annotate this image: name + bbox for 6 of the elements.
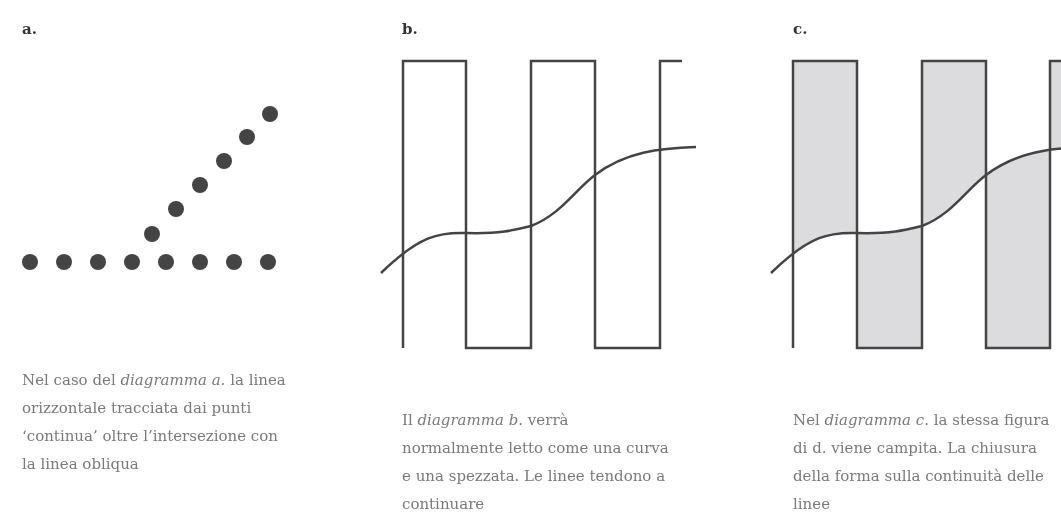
panel-letter: c.	[793, 20, 808, 38]
caption-text: Nel caso del diagramma a. la linea orizzontale tracciata dai punti ‘continua’ oltre l’intersezione con la linea obliqua	[22, 370, 287, 475]
panel-letter: a.	[22, 20, 37, 38]
panel-letter: b.	[402, 20, 418, 38]
caption-text: Il diagramma b. verrà normalmente letto come una curva e una spezzata. Le linee tendono a continuare	[402, 410, 670, 513]
caption-text: Nel diagramma c. la stessa figura di d. viene campita. La chiusura della forma sulla continuità delle linee	[793, 410, 1051, 513]
